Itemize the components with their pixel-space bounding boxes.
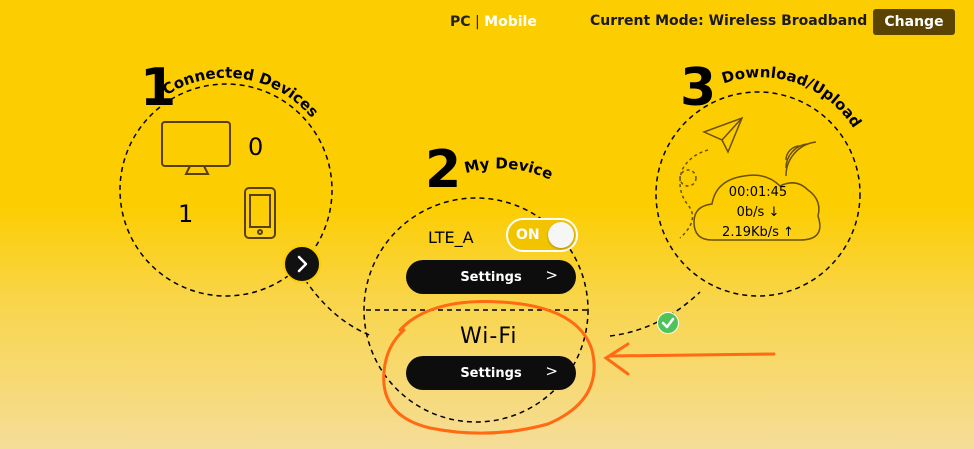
mobile-view-link[interactable]: Mobile bbox=[484, 14, 537, 30]
connector-right bbox=[609, 291, 701, 337]
lte-toggle[interactable]: ON bbox=[506, 218, 578, 252]
download-upload-ring bbox=[655, 91, 861, 297]
lte-settings-label: Settings bbox=[460, 269, 522, 285]
devices-next-button[interactable] bbox=[283, 245, 321, 283]
upload-rate: 2.19Kb/s ↑ bbox=[722, 225, 794, 240]
step-number-2: 2 bbox=[425, 140, 462, 200]
chevron-right-icon bbox=[297, 255, 308, 273]
step-number-3: 3 bbox=[680, 58, 717, 118]
annotation-highlight bbox=[382, 300, 776, 435]
my-device-title: My Device bbox=[463, 154, 556, 183]
pc-device-count: 0 bbox=[248, 133, 264, 161]
lte-settings-button[interactable]: Settings > bbox=[406, 260, 576, 294]
view-separator: | bbox=[475, 14, 480, 30]
download-rate: 0b/s ↓ bbox=[736, 205, 780, 220]
pc-view-link[interactable]: PC bbox=[450, 14, 471, 30]
mobile-device-count: 1 bbox=[178, 200, 194, 228]
monitor-icon bbox=[161, 121, 231, 175]
change-mode-button[interactable]: Change bbox=[873, 9, 955, 35]
cloud-icon bbox=[693, 174, 821, 241]
current-mode-label: Current Mode: Wireless Broadband Mode bbox=[590, 13, 916, 29]
connection-time: 00:01:45 bbox=[728, 185, 788, 200]
signal-waves-icon bbox=[785, 141, 817, 177]
chevron-right-icon: > bbox=[545, 362, 558, 380]
lte-label: LTE_A bbox=[428, 228, 474, 247]
wifi-label: Wi-Fi bbox=[460, 324, 518, 349]
connected-devices-ring bbox=[119, 83, 333, 297]
my-device-ring bbox=[363, 197, 589, 423]
paper-plane-icon bbox=[679, 116, 744, 239]
wifi-settings-button[interactable]: Settings > bbox=[406, 356, 576, 390]
chevron-right-icon: > bbox=[545, 266, 558, 284]
wifi-settings-label: Settings bbox=[460, 365, 522, 381]
step-number-1: 1 bbox=[140, 58, 177, 118]
phone-icon bbox=[244, 187, 276, 239]
view-switch: PC | Mobile bbox=[450, 14, 537, 30]
toggle-knob bbox=[548, 222, 574, 248]
check-icon bbox=[657, 312, 679, 334]
toggle-state-label: ON bbox=[516, 227, 540, 243]
